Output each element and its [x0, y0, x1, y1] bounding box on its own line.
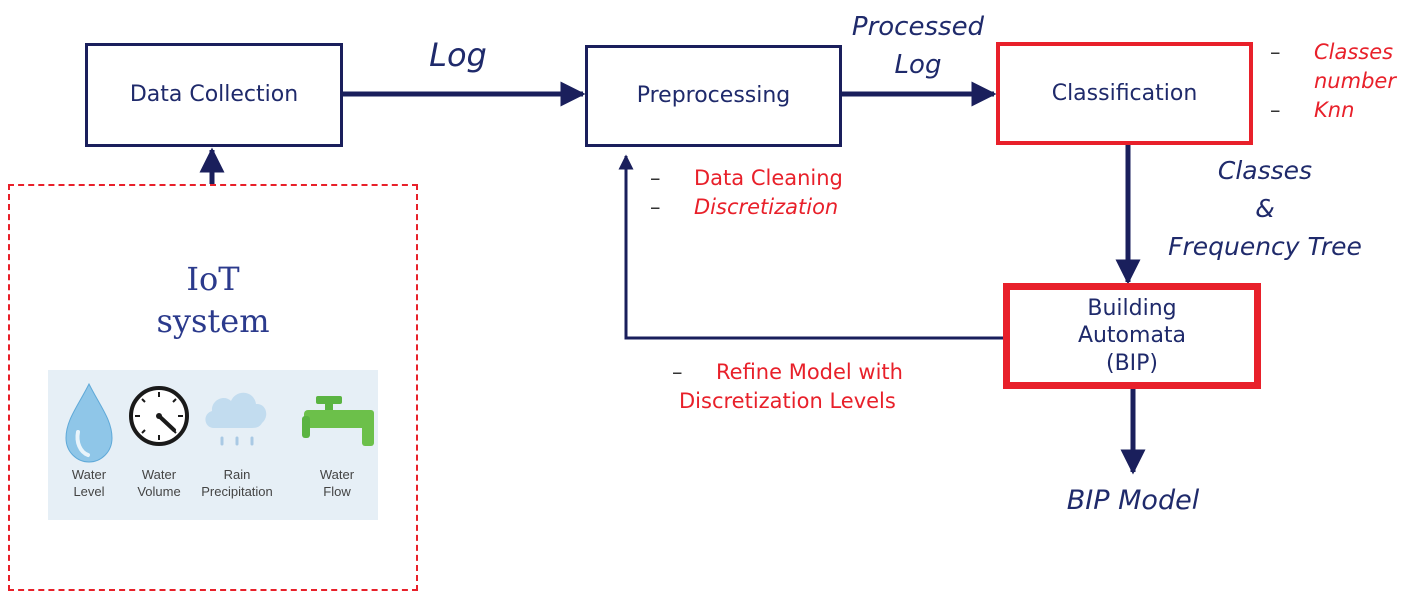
- node-label: Data Collection: [129, 82, 299, 108]
- note-item: – Data Cleaning: [650, 164, 843, 193]
- note-dash: –: [650, 166, 661, 190]
- iot-title-line: IoT: [186, 260, 240, 298]
- node-label: Preprocessing: [636, 83, 791, 109]
- note-text: Refine Model with: [716, 360, 903, 384]
- iot-system-title: IoT system: [8, 258, 418, 342]
- node-data-collection: Data Collection: [85, 43, 343, 147]
- node-label-line: (BIP): [1105, 350, 1158, 376]
- note-dash: –: [650, 195, 661, 219]
- water-drop-icon: [65, 382, 113, 463]
- iot-system-frame: [8, 184, 418, 591]
- node-label-line: Automata: [1077, 323, 1187, 349]
- note-dash: –: [672, 360, 683, 384]
- iot-title-line: system: [156, 302, 270, 340]
- edge-label-line: Frequency Tree: [1168, 232, 1362, 261]
- edge-label-line: Processed: [851, 12, 985, 42]
- note-text: Classes number: [1314, 40, 1396, 93]
- edge-label-line: &: [1255, 194, 1275, 223]
- edge-label-classes-tree: Classes & Frequency Tree: [1160, 152, 1370, 266]
- note-item: – Discretization: [650, 193, 843, 222]
- edge-label-line: Classes: [1217, 156, 1313, 185]
- arrow-feedback: [618, 154, 1006, 340]
- node-preprocessing: Preprocessing: [585, 45, 842, 147]
- node-label-line: Building: [1087, 295, 1177, 321]
- node-label: Classification: [1051, 80, 1198, 106]
- note-text: Discretization Levels: [679, 389, 896, 413]
- faucet-icon: [302, 396, 374, 446]
- notes-preprocessing: – Data Cleaning – Discretization: [650, 164, 843, 222]
- note-item: Discretization Levels: [672, 387, 903, 416]
- edge-label-log: Log: [429, 36, 487, 74]
- note-item: – Classes number: [1270, 38, 1423, 96]
- node-classification: Classification: [996, 42, 1253, 145]
- note-text: Discretization: [694, 195, 839, 219]
- note-text: Data Cleaning: [694, 166, 843, 190]
- gauge-icon: [129, 386, 189, 446]
- note-item: – Refine Model with: [672, 358, 903, 387]
- rain-cloud-icon: [205, 392, 267, 446]
- output-label-bip-model: BIP Model: [1066, 485, 1200, 516]
- edge-label-line: Log: [894, 50, 942, 80]
- node-building-automata: Building Automata (BIP): [1003, 283, 1261, 389]
- note-dash: –: [1270, 98, 1281, 122]
- note-dash: –: [1270, 40, 1281, 64]
- edge-label-processed-log: Processed Log: [838, 8, 998, 84]
- notes-refine: – Refine Model with Discretization Levels: [672, 358, 903, 416]
- note-text: Knn: [1314, 98, 1355, 122]
- notes-classification: – Classes number – Knn: [1270, 38, 1423, 125]
- note-item: – Knn: [1270, 96, 1423, 125]
